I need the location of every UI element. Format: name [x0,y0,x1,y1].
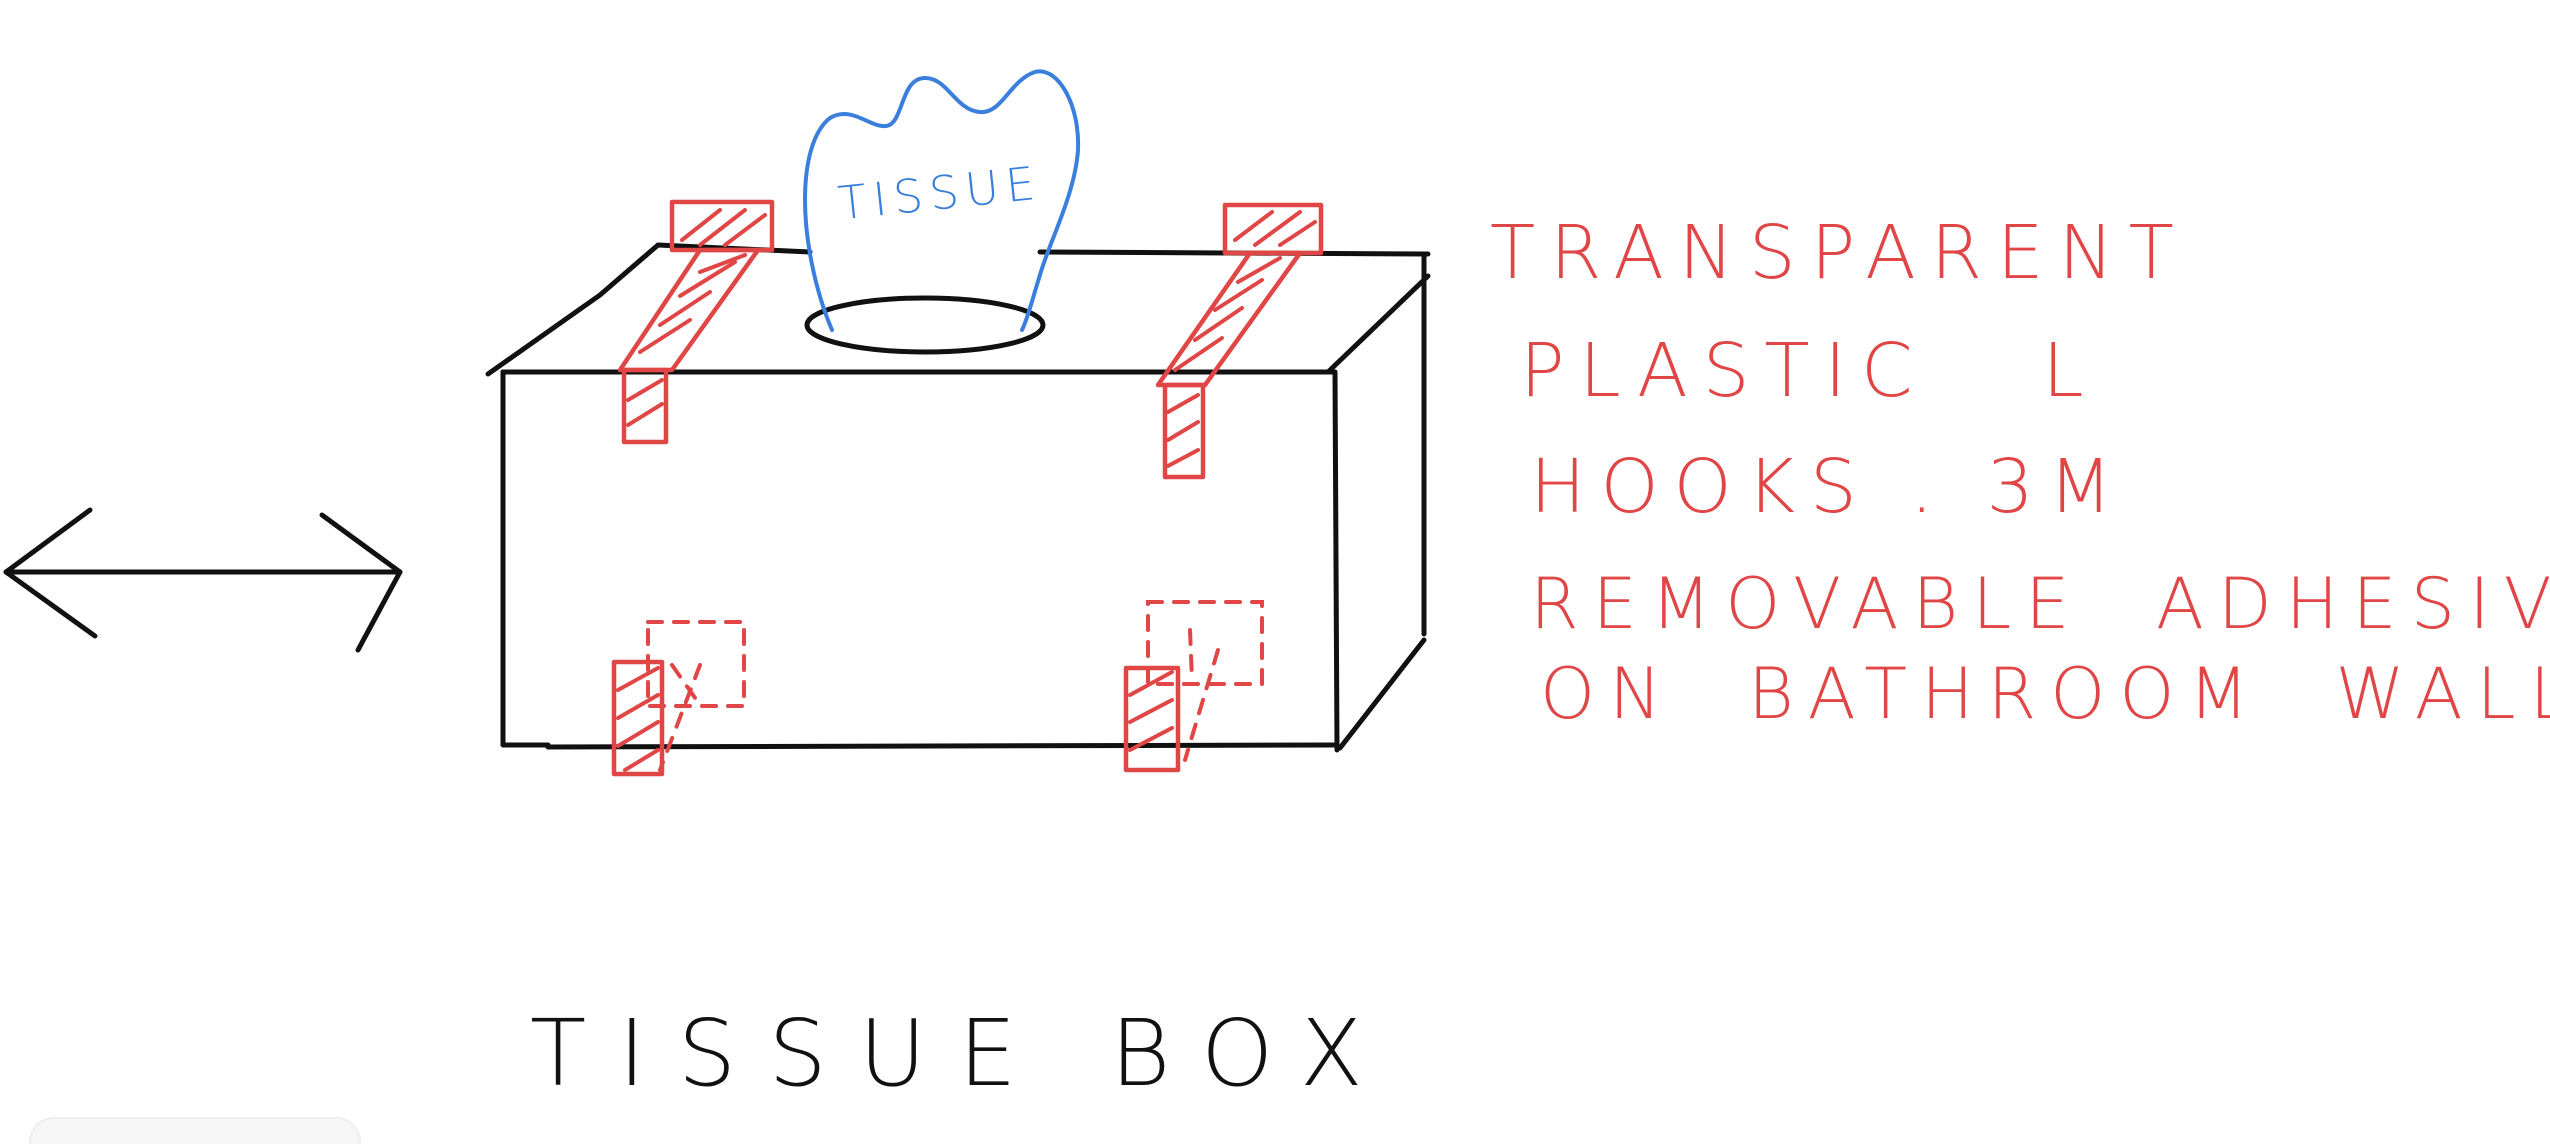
tissue: TISSUE [803,69,1081,332]
note-line-2: PLASTIC L [1520,328,2098,414]
tissue-label: TISSUE [836,155,1045,230]
l-hook-bottom-right [1123,600,1264,773]
hook-note: TRANSPARENT PLASTIC L HOOKS . 3M REMOVAB… [1490,210,2550,735]
box-title: TISSUE BOX [530,1000,1395,1107]
l-hook-top-left [617,199,775,445]
note-line-3: HOOKS . 3M [1530,444,2127,530]
l-hook-bottom-left [611,620,746,777]
double-arrow [3,507,403,653]
note-line-4: REMOVABLE ADHESIVE [1530,563,2550,645]
ui-tab-remnant [29,1117,361,1144]
note-line-1: TRANSPARENT [1490,210,2189,296]
l-hook-top-right [1155,202,1324,480]
box-opening [804,295,1046,355]
note-line-5: ON BATHROOM WALL. [1540,653,2550,735]
tissue-box [485,242,1431,753]
